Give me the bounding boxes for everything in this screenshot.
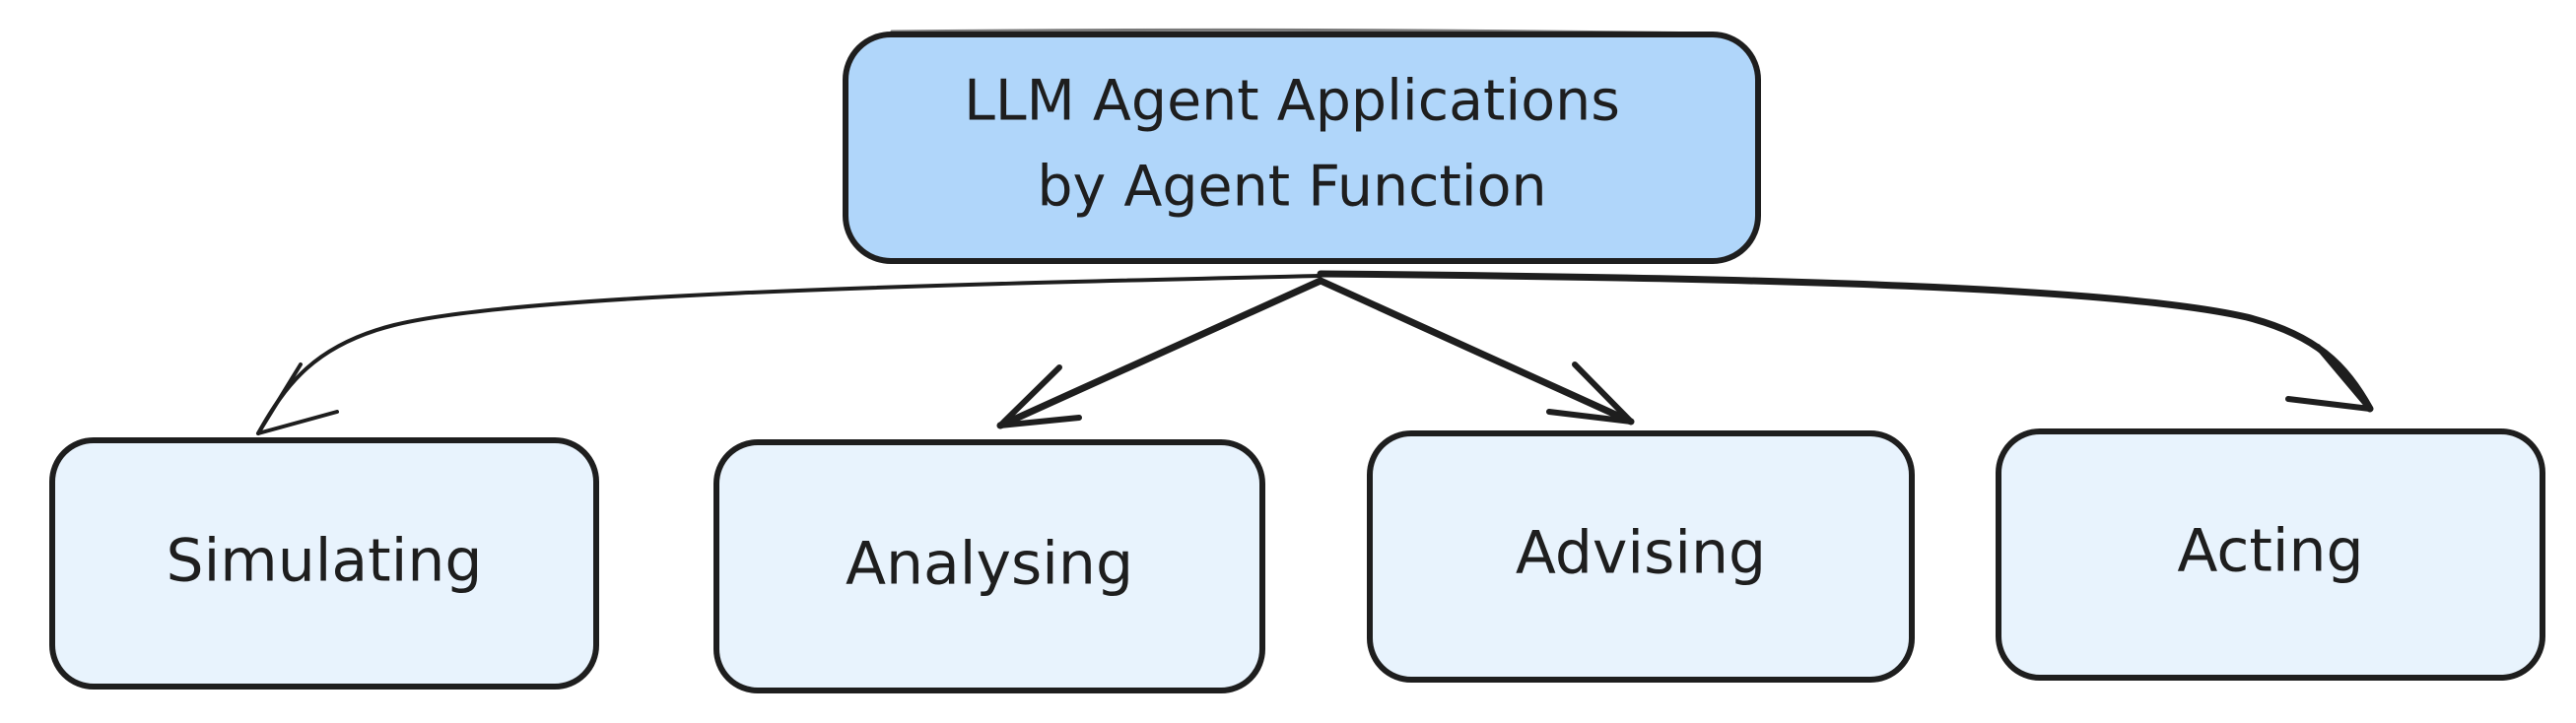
root-node: LLM Agent Applications by Agent Function bbox=[843, 28, 1761, 264]
child-label-acting: Acting bbox=[2177, 517, 2363, 586]
connectors bbox=[256, 270, 2374, 435]
child-node-analysing: Analysing bbox=[713, 439, 1265, 693]
arrowhead-simulating bbox=[256, 362, 339, 435]
child-node-box bbox=[49, 437, 599, 690]
child-label-analysing: Analysing bbox=[846, 530, 1133, 599]
child-node-simulating: Simulating bbox=[49, 437, 599, 690]
child-node-box bbox=[1367, 430, 1915, 683]
child-label-advising: Advising bbox=[1516, 519, 1766, 588]
connector-acting bbox=[1317, 270, 2374, 413]
root-node-box bbox=[843, 32, 1761, 264]
child-node-advising: Advising bbox=[1367, 430, 1915, 683]
connector-advising bbox=[1317, 277, 1635, 426]
child-node-acting: Acting bbox=[1996, 428, 2545, 681]
root-title-line2: by Agent Function bbox=[1037, 155, 1546, 220]
connector-analysing bbox=[996, 277, 1324, 429]
arrowhead-advising bbox=[1546, 362, 1634, 425]
child-node-box bbox=[713, 439, 1265, 693]
child-node-box bbox=[1996, 428, 2545, 681]
arrowhead-acting bbox=[2285, 344, 2373, 412]
child-label-simulating: Simulating bbox=[167, 527, 483, 596]
arrowhead-analysing bbox=[997, 364, 1082, 428]
connector-simulating bbox=[256, 274, 1322, 435]
root-title-line1: LLM Agent Applications bbox=[964, 69, 1620, 134]
root-node-sketch-line bbox=[890, 28, 1717, 35]
